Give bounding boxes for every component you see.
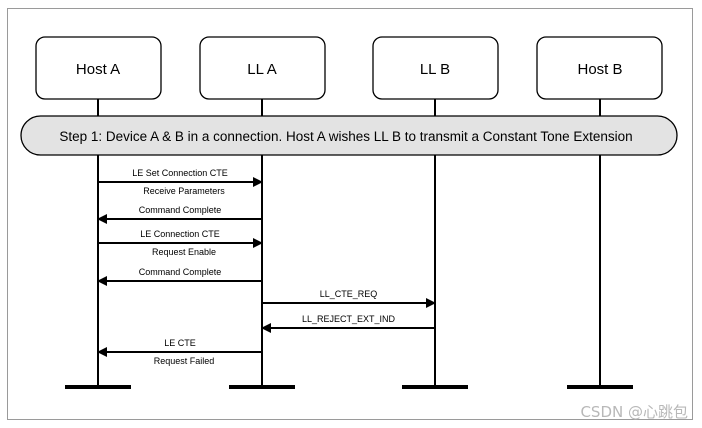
message-label-line-2: Receive Parameters <box>143 186 225 196</box>
message-label-line-2: Request Failed <box>154 356 215 366</box>
message-command-complete-2: Command Complete <box>97 267 262 286</box>
lifeline-end-ll-b <box>402 385 468 389</box>
step-banner: Step 1: Device A & B in a connection. Ho… <box>20 115 678 156</box>
step-banner-text: Step 1: Device A & B in a connection. Ho… <box>59 129 632 144</box>
participant-label: Host A <box>76 61 120 78</box>
message-ll-cte-req: LL_CTE_REQ <box>262 289 436 308</box>
message-le-cte-request-failed: LE CTE Request Failed <box>97 338 262 366</box>
message-label-line-1: LE Set Connection CTE <box>132 168 228 178</box>
message-label-line-1: LL_CTE_REQ <box>320 289 378 299</box>
participant-label: LL A <box>247 61 276 78</box>
participant-host-a: Host A <box>35 36 162 100</box>
message-ll-reject-ext-ind: LL_REJECT_EXT_IND <box>261 314 435 333</box>
lifeline-end-host-b <box>567 385 633 389</box>
message-command-complete-1: Command Complete <box>97 205 262 224</box>
message-label-line-1: Command Complete <box>139 205 222 215</box>
participant-ll-a: LL A <box>199 36 326 100</box>
participant-ll-b: LL B <box>372 36 499 100</box>
diagram-frame <box>7 8 693 420</box>
message-le-connection-cte-request-enable: LE Connection CTE Request Enable <box>98 229 263 257</box>
message-label-line-1: Command Complete <box>139 267 222 277</box>
participant-host-b: Host B <box>536 36 663 100</box>
message-label-line-1: LE CTE <box>164 338 196 348</box>
lifeline-end-ll-a <box>229 385 295 389</box>
participant-label: LL B <box>420 61 450 78</box>
participant-label: Host B <box>577 61 622 78</box>
message-label-line-2: Request Enable <box>152 247 216 257</box>
lifeline-end-host-a <box>65 385 131 389</box>
message-label-line-1: LL_REJECT_EXT_IND <box>302 314 396 324</box>
message-le-set-connection-cte: LE Set Connection CTE Receive Parameters <box>98 168 263 196</box>
watermark: CSDN @心跳包 <box>580 403 688 421</box>
message-label-line-1: LE Connection CTE <box>140 229 220 239</box>
